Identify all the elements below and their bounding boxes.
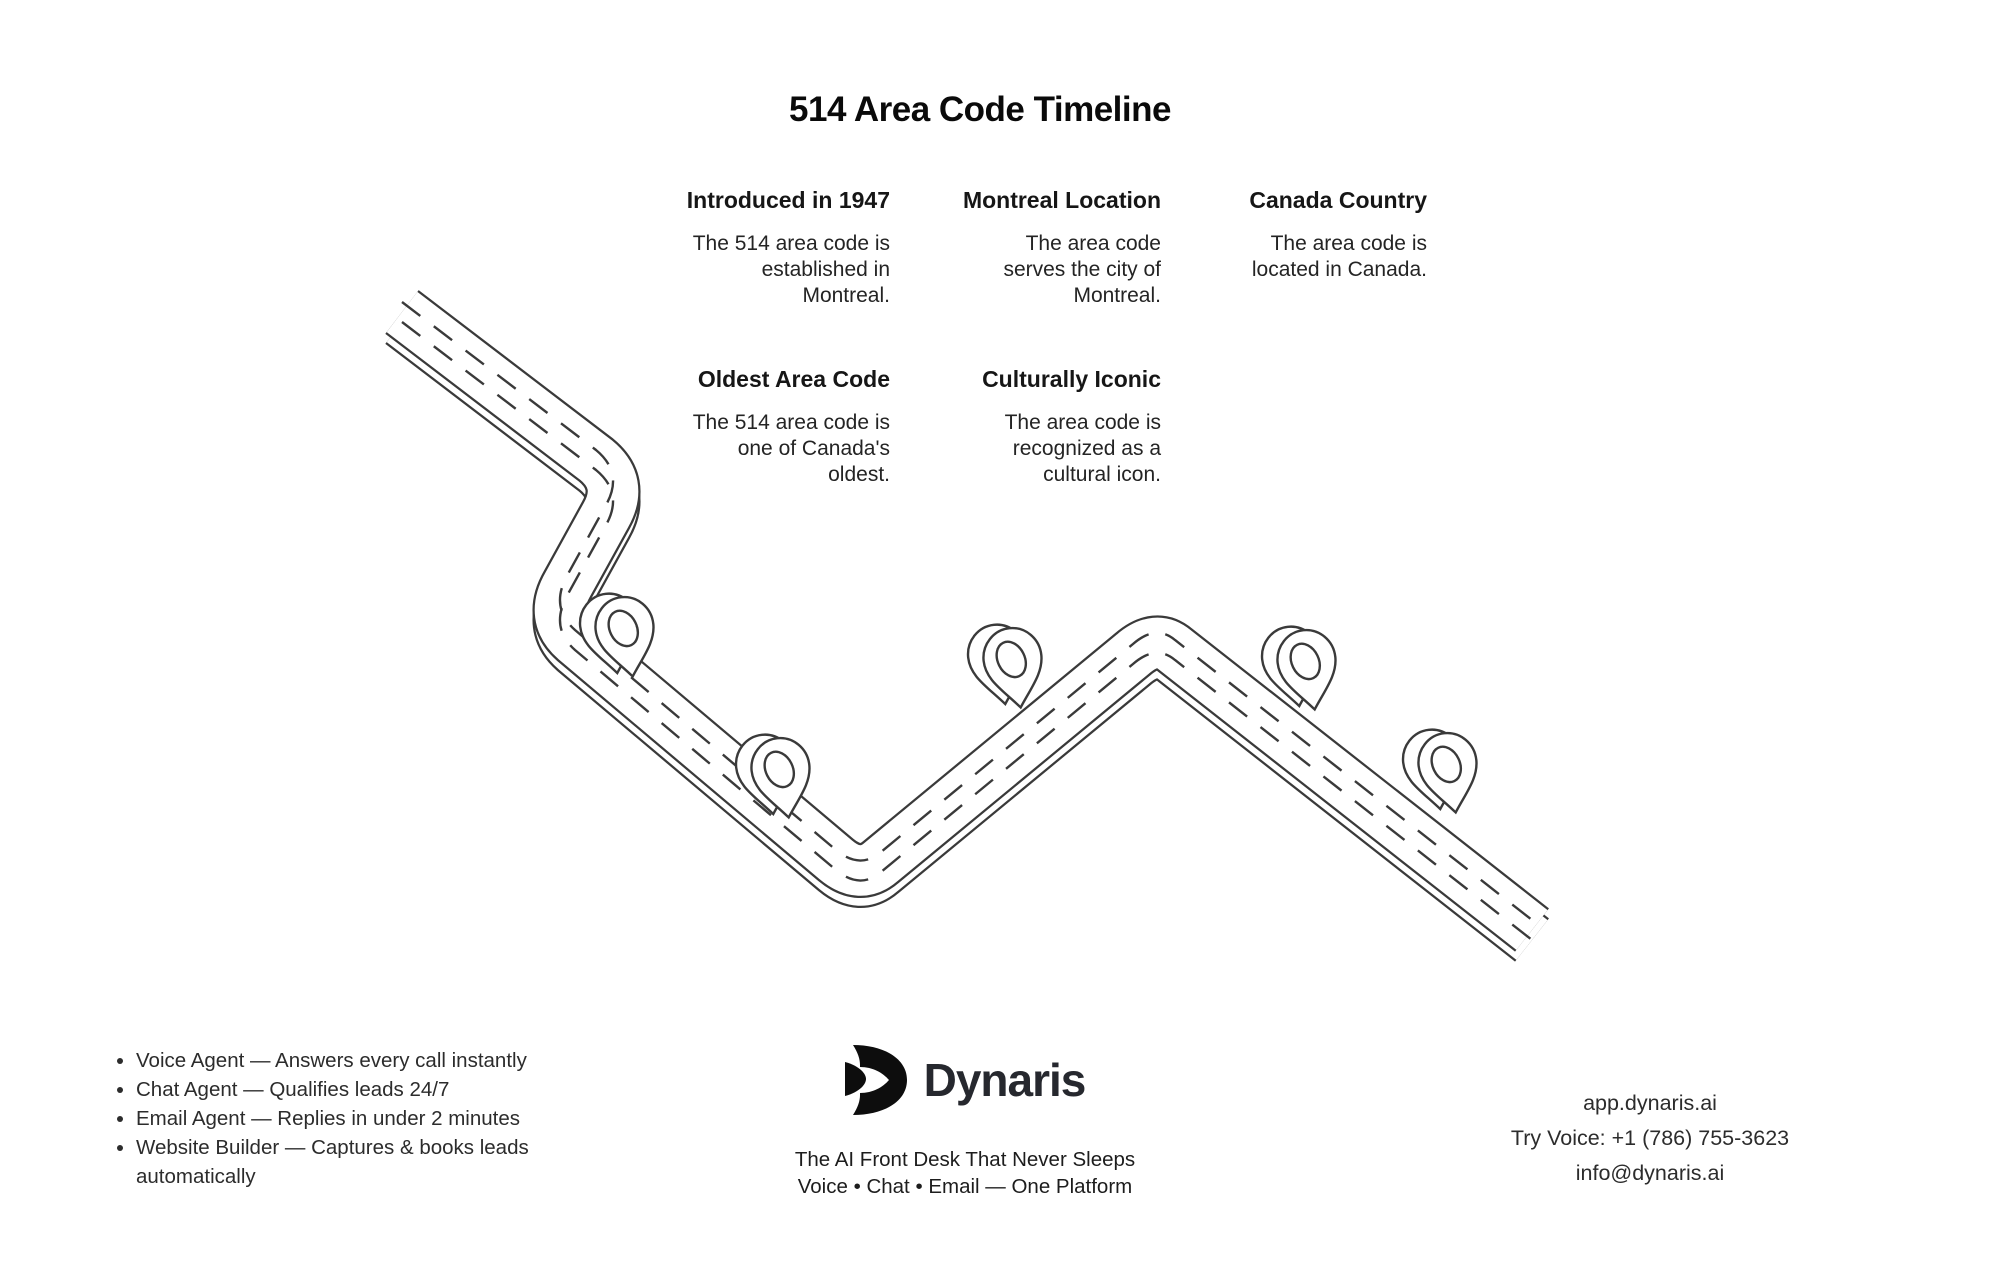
card-body: The area code serves the city of Montrea…	[1003, 232, 1161, 307]
contact-email: info@dynaris.ai	[1575, 1161, 1725, 1185]
card-title: Culturally Iconic	[982, 366, 1161, 392]
timeline-card-canada-country: Canada Country The area code is located …	[1187, 187, 1427, 283]
card-title: Montreal Location	[962, 187, 1161, 213]
card-body: The area code is located in Canada.	[1251, 232, 1427, 281]
brand-row: Dynaris	[685, 1044, 1245, 1116]
brand-name: Dynaris	[923, 1054, 1087, 1106]
card-title: Introduced in 1947	[686, 187, 890, 213]
page-title: 514 Area Code Timeline	[789, 90, 1171, 129]
contact-phone: Try Voice: +1 (786) 755-3623	[1510, 1126, 1790, 1150]
feature-item-email-agent: Email Agent — Replies in under 2 minutes	[136, 1104, 636, 1133]
brand-tagline-platform: Voice • Chat • Email — One Platform	[797, 1175, 1133, 1198]
feature-item-website-builder: Website Builder — Captures & books leads…	[136, 1133, 636, 1191]
dynaris-logo-icon	[844, 1045, 907, 1115]
feature-item-voice-agent: Voice Agent — Answers every call instant…	[136, 1046, 636, 1075]
timeline-card-montreal-location: Montreal Location The area code serves t…	[921, 187, 1161, 309]
feature-item-chat-agent: Chat Agent — Qualifies leads 24/7	[136, 1075, 636, 1104]
card-body: The area code is recognized as a cultura…	[1004, 411, 1161, 486]
map-pin-icon	[963, 618, 1048, 714]
card-body: The 514 area code is established in Mont…	[692, 232, 890, 307]
card-title: Oldest Area Code	[697, 366, 890, 392]
contact-block: app.dynaris.ai Try Voice: +1 (786) 755-3…	[1450, 1086, 1850, 1191]
contact-website: app.dynaris.ai	[1583, 1091, 1717, 1115]
feature-list: Voice Agent — Answers every call instant…	[112, 1046, 636, 1191]
brand-block: Dynaris The AI Front Desk That Never Sle…	[685, 1040, 1245, 1200]
card-body: The 514 area code is one of Canada's old…	[692, 411, 890, 486]
timeline-card-introduced-1947: Introduced in 1947 The 514 area code is …	[630, 187, 890, 309]
card-title: Canada Country	[1249, 187, 1427, 213]
brand-tagline: The AI Front Desk That Never Sleeps	[794, 1148, 1136, 1171]
timeline-card-culturally-iconic: Culturally Iconic The area code is recog…	[921, 366, 1161, 488]
timeline-card-oldest-area-code: Oldest Area Code The 514 area code is on…	[630, 366, 890, 488]
